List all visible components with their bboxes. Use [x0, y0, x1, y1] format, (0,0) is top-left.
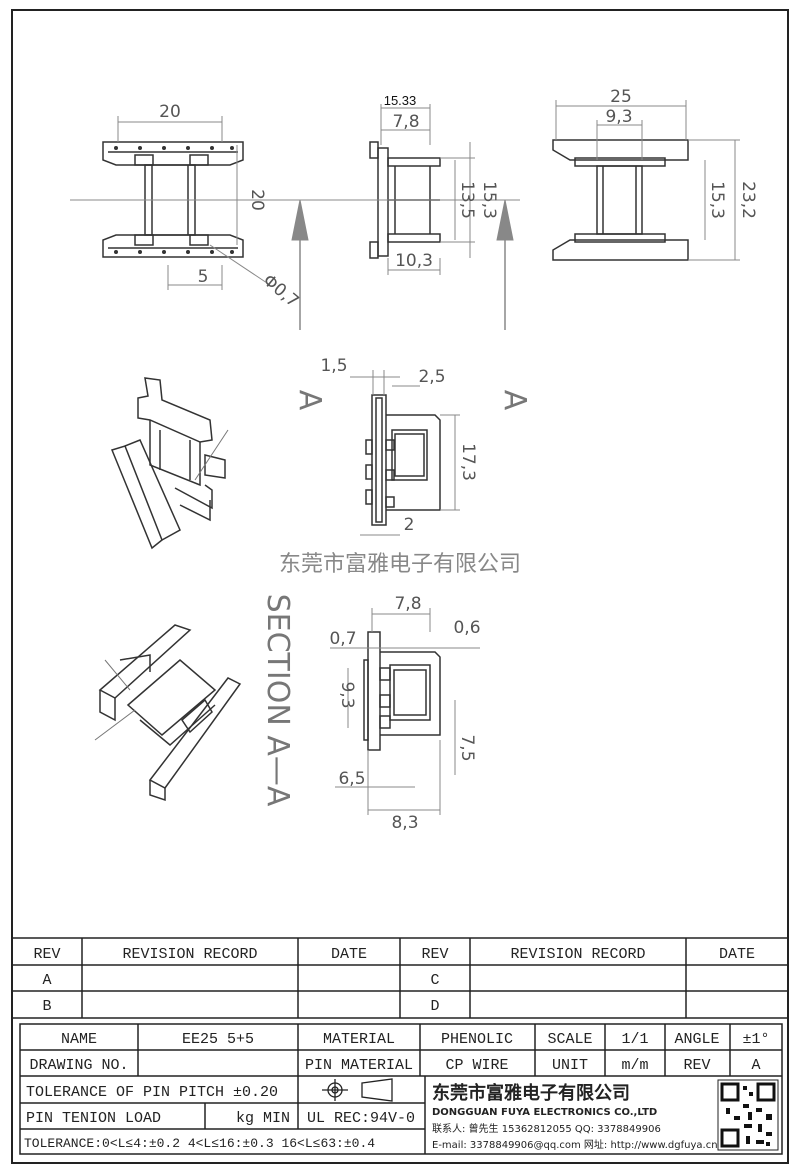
- middle-view: [365, 394, 441, 526]
- unit-label: UNIT: [552, 1057, 588, 1074]
- scale-label: SCALE: [547, 1031, 592, 1048]
- rev-value: A: [751, 1057, 760, 1074]
- company-name-cn: 东莞市富雅电子有限公司: [432, 1082, 630, 1104]
- pin-pitch-dim: 5: [198, 267, 209, 287]
- pin-tension-label: PIN TENION LOAD: [26, 1110, 161, 1127]
- rev-label: REV: [683, 1057, 710, 1074]
- date-header-2: DATE: [719, 946, 755, 963]
- tolerance-pitch: TOLERANCE OF PIN PITCH ±0.20: [26, 1084, 278, 1101]
- side-base-dim: 10,3: [395, 251, 433, 271]
- projection-symbol-icon: [322, 1078, 393, 1102]
- revision-table: [12, 937, 788, 1019]
- section-label: SECTION A—A: [260, 594, 295, 807]
- title-block: [19, 1023, 783, 1155]
- back-inner-dim: 9,3: [605, 107, 632, 127]
- mid-d2-dim: 2,5: [418, 367, 445, 387]
- isometric-view-upper: [110, 377, 229, 550]
- rev-header-1: REV: [33, 946, 60, 963]
- sec-left-dim: 0,7: [329, 629, 356, 649]
- back-h1-dim: 15,3: [707, 181, 727, 219]
- pin-tension-unit: kg MIN: [236, 1110, 290, 1127]
- view-label-a-right: A: [497, 390, 532, 411]
- rev-row-d: D: [430, 998, 439, 1015]
- pin-material-value: CP WIRE: [445, 1057, 508, 1074]
- side-overall-dim: 15.33: [384, 93, 417, 108]
- mid-h-dim: 17,3: [458, 443, 478, 481]
- sec-h2-dim: 7,5: [457, 734, 477, 761]
- rev-row-a: A: [42, 972, 51, 989]
- rev-row-b: B: [42, 998, 51, 1015]
- sec-right-dim: 0,6: [453, 618, 480, 638]
- back-view: [552, 139, 689, 261]
- pin-material-label: PIN MATERIAL: [305, 1057, 413, 1074]
- date-header-1: DATE: [331, 946, 367, 963]
- view-arrow-left: [291, 199, 309, 330]
- sec-b2-dim: 8,3: [391, 813, 418, 833]
- mid-d1-dim: 1,5: [320, 356, 347, 376]
- drawing-no-label: DRAWING NO.: [29, 1057, 128, 1074]
- view-arrow-right: [496, 199, 514, 330]
- angle-label: ANGLE: [674, 1031, 719, 1048]
- side-h1-dim: 15,3: [479, 181, 499, 219]
- front-height-dim: 20: [247, 189, 267, 211]
- ul-rec: UL REC:94V-0: [307, 1110, 415, 1127]
- unit-value: m/m: [621, 1057, 648, 1074]
- back-h2-dim: 23,2: [738, 181, 758, 219]
- section-view: [363, 631, 441, 751]
- rev-row-c: C: [430, 972, 439, 989]
- angle-value: ±1°: [742, 1031, 769, 1048]
- material-label: MATERIAL: [323, 1031, 395, 1048]
- mid-d3-dim: 2: [404, 515, 415, 535]
- scale-value: 1/1: [621, 1031, 648, 1048]
- name-value: EE25 5+5: [182, 1031, 254, 1048]
- pin-dia-dim: Φ0,7: [259, 271, 303, 312]
- material-value: PHENOLIC: [441, 1031, 513, 1048]
- side-flange-dim: 7,8: [392, 112, 419, 132]
- company-name-en: DONGGUAN FUYA ELECTRONICS CO.,LTD: [432, 1107, 657, 1118]
- back-width-dim: 25: [610, 87, 632, 107]
- record-header-1: REVISION RECORD: [122, 946, 257, 963]
- company-email: E-mail: 3378849906@qq.com 网址: http://www…: [432, 1138, 718, 1151]
- view-label-a-left: A: [292, 390, 327, 411]
- company-contact: 联系人: 曾先生 15362812055 QQ: 3378849906: [432, 1122, 661, 1135]
- isometric-view-lower: [94, 624, 242, 802]
- name-label: NAME: [61, 1031, 97, 1048]
- record-header-2: REVISION RECORD: [510, 946, 645, 963]
- qr-code-icon: [717, 1079, 779, 1151]
- sec-top-dim: 7,8: [394, 594, 421, 614]
- sec-h-dim: 9,3: [337, 681, 357, 708]
- tolerance-row: TOLERANCE:0<L≤4:±0.2 4<L≤16:±0.3 16<L≤63…: [24, 1136, 375, 1151]
- watermark-text: 东莞市富雅电子有限公司: [279, 552, 521, 577]
- sec-b1-dim: 6,5: [338, 769, 365, 789]
- side-h2-dim: 13,5: [457, 181, 477, 219]
- rev-header-2: REV: [421, 946, 448, 963]
- front-width-dim: 20: [159, 102, 181, 122]
